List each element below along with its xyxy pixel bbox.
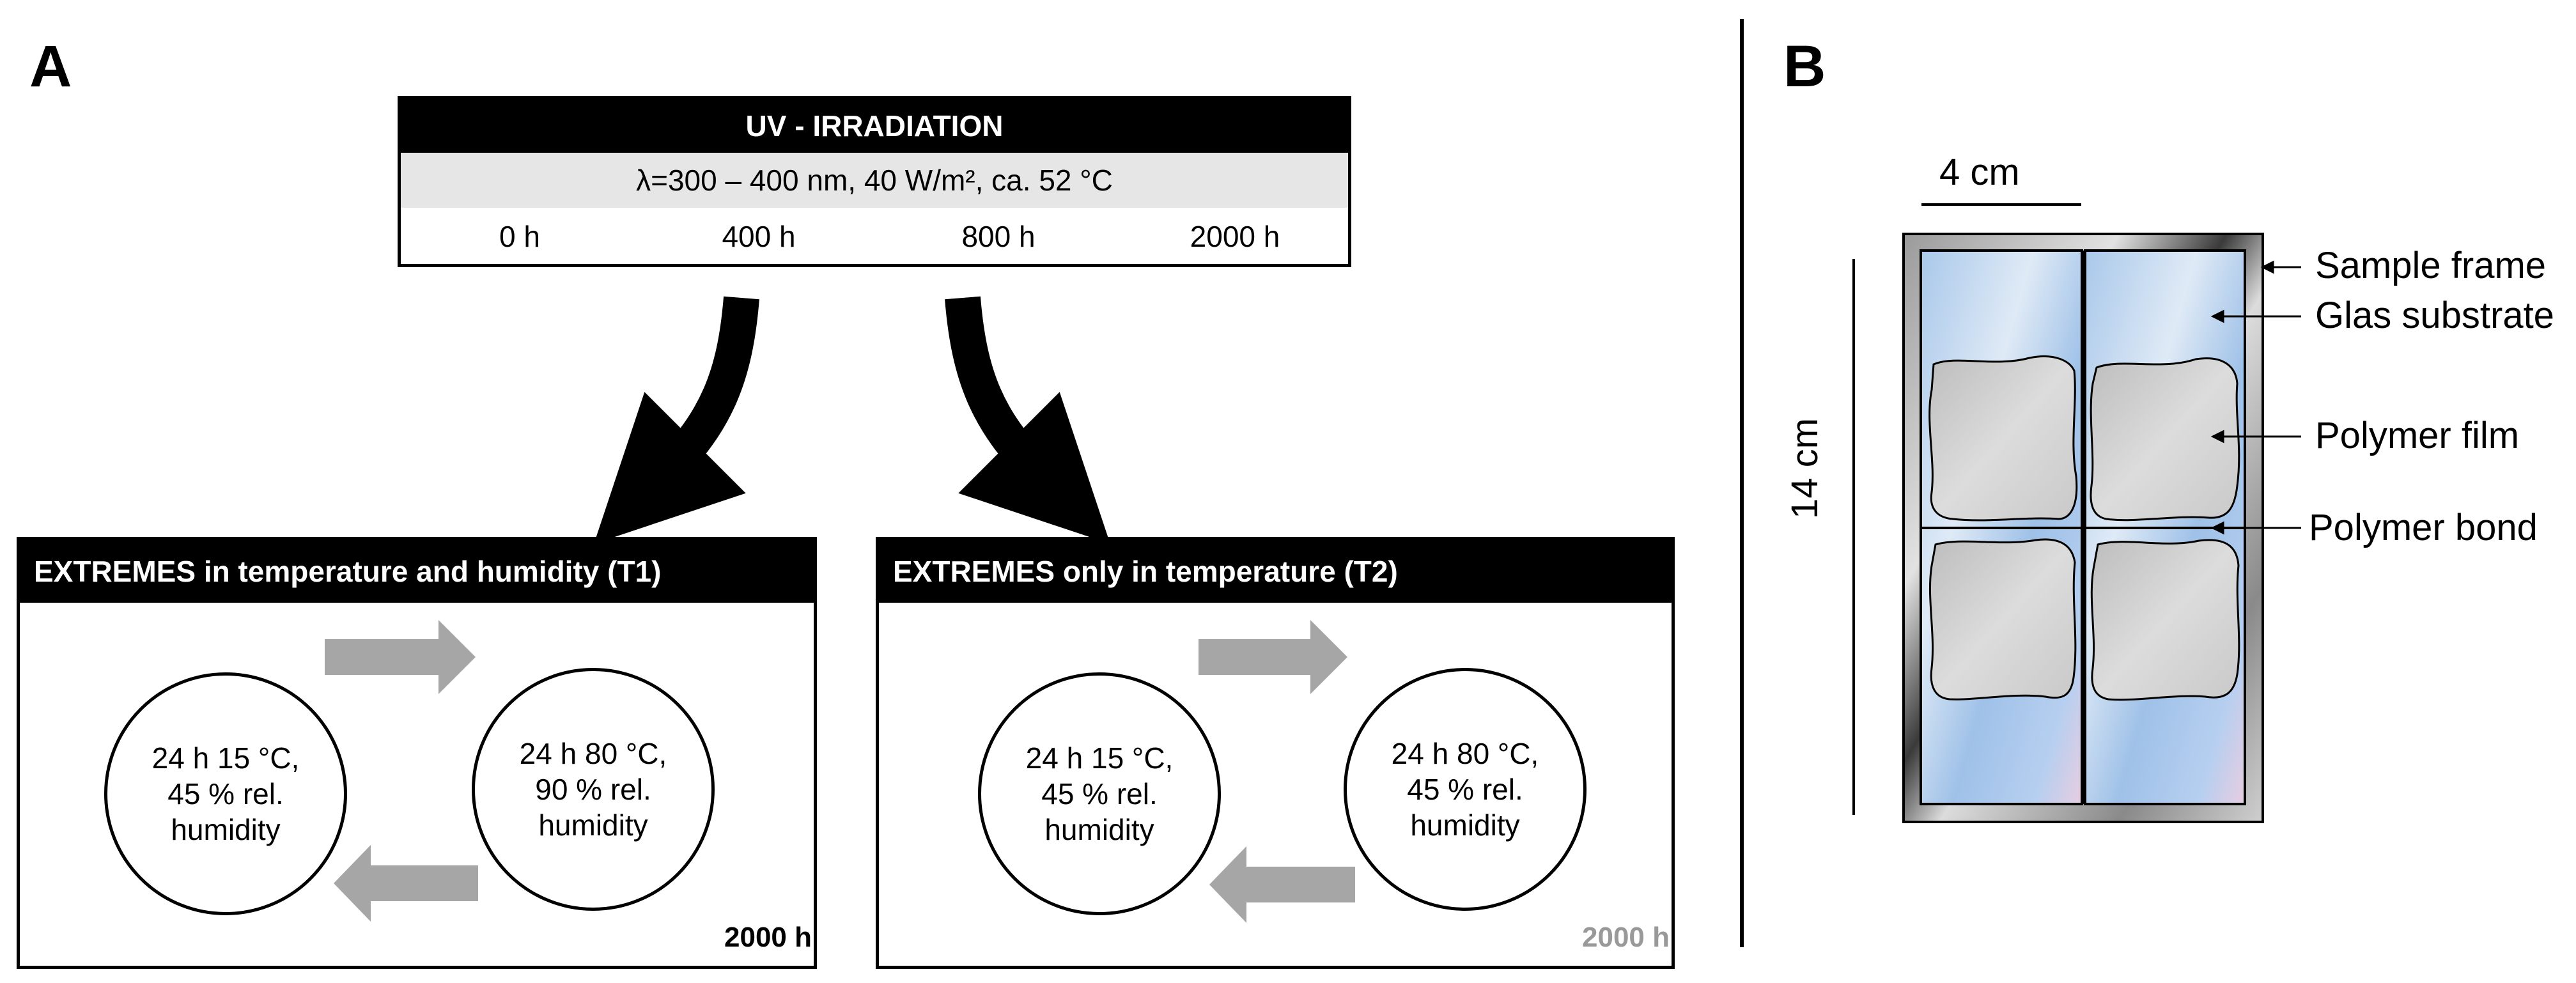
t1-cold-line: 45 % rel. (167, 777, 284, 810)
uv-time-label: 800 h (961, 220, 1036, 253)
t1-hot-line: humidity (538, 809, 648, 842)
height-label: 14 cm (1784, 418, 1826, 519)
t2-circle-hot: 24 h 80 °C, 45 % rel. humidity (1344, 668, 1587, 911)
polymer-film (2090, 357, 2240, 522)
t1-hot-line: 24 h 80 °C, (519, 736, 667, 770)
t1-hot-line: 90 % rel. (535, 772, 651, 806)
t1-duration: 2000 h (724, 922, 812, 953)
uv-time-label: 400 h (722, 220, 796, 253)
annotation-polymer-film: Polymer film (2315, 415, 2520, 456)
t2-cold-line: 45 % rel. (1041, 777, 1158, 810)
annotation-glas-substrate: Glas substrate (2315, 295, 2554, 336)
width-label: 4 cm (1939, 151, 2020, 193)
panel-b-letter: B (1783, 34, 1826, 99)
t1-forward-arrow (325, 620, 476, 694)
uv-time-row: 0 h 400 h 800 h 2000 h (401, 208, 1348, 264)
t1-cold-line: humidity (171, 813, 281, 847)
t2-back-arrow (1209, 846, 1355, 923)
t2-cold-line: 24 h 15 °C, (1025, 741, 1174, 775)
uv-time-label: 0 h (499, 220, 540, 253)
annotation-sample-frame: Sample frame (2315, 245, 2547, 286)
t1-cold-line: 24 h 15 °C, (151, 741, 300, 775)
polymer-film (2090, 539, 2240, 701)
arrow-to-t2 (945, 296, 1110, 544)
t2-forward-arrow (1199, 620, 1347, 694)
uv-time-label: 2000 h (1190, 220, 1280, 253)
t2-cold-line: humidity (1044, 813, 1154, 847)
uv-irradiation-title: UV - IRRADIATION (401, 99, 1348, 153)
uv-irradiation-box: UV - IRRADIATION λ=300 – 400 nm, 40 W/m²… (398, 96, 1351, 267)
t2-title: EXTREMES only in temperature (T2) (879, 540, 1672, 603)
t2-hot-line: 24 h 80 °C, (1391, 736, 1539, 770)
arrow-to-t1 (594, 296, 759, 544)
uv-irradiation-spec: λ=300 – 400 nm, 40 W/m², ca. 52 °C (401, 153, 1348, 208)
t2-hot-line: humidity (1410, 809, 1520, 842)
annotation-polymer-bond: Polymer bond (2309, 507, 2538, 548)
t2-hot-line: 45 % rel. (1407, 772, 1523, 806)
t1-circle-hot: 24 h 80 °C, 90 % rel. humidity (472, 668, 715, 911)
t2-circle-cold: 24 h 15 °C, 45 % rel. humidity (978, 672, 1221, 915)
panel-divider (1740, 19, 1744, 947)
t1-circle-cold: 24 h 15 °C, 45 % rel. humidity (104, 672, 347, 915)
t1-back-arrow (334, 845, 478, 922)
t1-title: EXTREMES in temperature and humidity (T1… (20, 540, 814, 603)
polymer-film (1928, 355, 2078, 522)
t2-duration: 2000 h (1582, 922, 1670, 953)
panel-a-letter: A (29, 34, 72, 99)
polymer-film (1928, 538, 2077, 700)
